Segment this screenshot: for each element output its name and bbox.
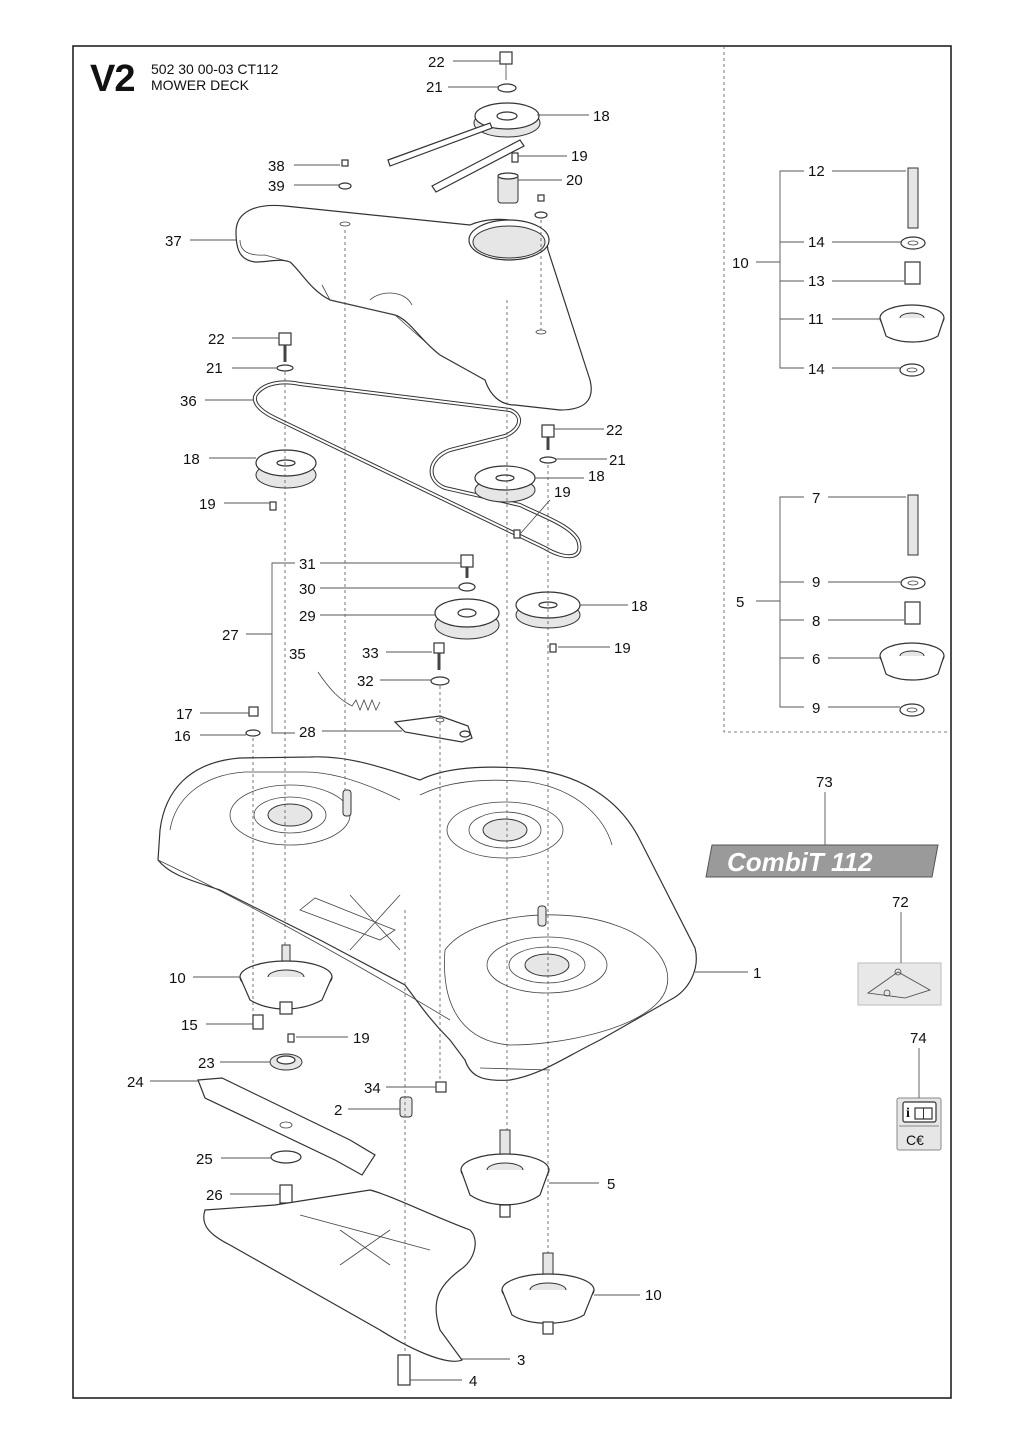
small-parts	[397, 1081, 447, 1386]
center-pulley-group	[474, 424, 557, 539]
label-21: 21	[609, 452, 626, 469]
idler-arm-28	[245, 671, 473, 743]
blade-guard-3	[203, 1189, 476, 1362]
label-21: 21	[206, 360, 223, 377]
label-20: 20	[566, 172, 583, 189]
label-23: 23	[198, 1055, 215, 1072]
right-spindle-10	[501, 1252, 595, 1335]
label-6: 6	[812, 651, 820, 668]
label-16: 16	[174, 728, 191, 745]
spindle-detail-box	[723, 46, 951, 733]
top-pulley-group	[338, 51, 548, 219]
label-19: 19	[571, 148, 588, 165]
label-18: 18	[588, 468, 605, 485]
belt-cover-37	[235, 204, 592, 411]
detail-spindle-10	[879, 167, 945, 377]
label-39: 39	[268, 178, 285, 195]
diagram-title: MOWER DECK	[151, 77, 249, 93]
label-26: 26	[206, 1187, 223, 1204]
svg-text:i: i	[906, 1106, 910, 1121]
label-19: 19	[554, 484, 571, 501]
label-34: 34	[364, 1080, 381, 1097]
label-1: 1	[753, 965, 761, 982]
label-19: 19	[199, 496, 216, 513]
center-spindle-5	[460, 1129, 550, 1218]
label-15: 15	[181, 1017, 198, 1034]
label-21: 21	[426, 79, 443, 96]
label-5: 5	[607, 1176, 615, 1193]
detail-spindle-5	[879, 494, 945, 717]
left-pulley-group	[255, 332, 317, 511]
label-8: 8	[812, 613, 820, 630]
idler-pulley-group	[430, 554, 581, 686]
label-5: 5	[736, 594, 744, 611]
label-4: 4	[469, 1373, 477, 1390]
label-11: 11	[808, 311, 824, 328]
label-19: 19	[353, 1030, 370, 1047]
label-37: 37	[165, 233, 182, 250]
label-72: 72	[892, 894, 909, 911]
label-32: 32	[357, 673, 374, 690]
label-22: 22	[606, 422, 623, 439]
label-14: 14	[808, 361, 825, 378]
section-code: V2	[90, 58, 135, 100]
label-38: 38	[268, 158, 285, 175]
label-22: 22	[428, 54, 445, 71]
decal-text: CombiT 112	[727, 847, 873, 877]
label-10: 10	[732, 255, 749, 272]
left-spindle-10	[239, 944, 333, 1071]
label-19: 19	[614, 640, 631, 657]
part-labels: 22 21 18 19 20 38 39 37 22 21 36 18 19 2…	[127, 54, 927, 1390]
label-3: 3	[517, 1352, 525, 1369]
axis-lines	[252, 220, 549, 1355]
label-2: 2	[334, 1102, 342, 1119]
label-73: 73	[816, 774, 833, 791]
label-18: 18	[183, 451, 200, 468]
label-28: 28	[299, 724, 316, 741]
label-9: 9	[812, 574, 820, 591]
label-10: 10	[645, 1287, 662, 1304]
mower-deck-1	[157, 756, 697, 1081]
label-30: 30	[299, 581, 316, 598]
label-12: 12	[808, 163, 825, 180]
label-24: 24	[127, 1074, 144, 1091]
label-18: 18	[631, 598, 648, 615]
label-7: 7	[812, 490, 820, 507]
ce-mark-icon: C€	[906, 1132, 924, 1148]
label-31: 31	[299, 556, 316, 573]
label-25: 25	[196, 1151, 213, 1168]
label-18: 18	[593, 108, 610, 125]
label-10: 10	[169, 970, 186, 987]
label-33: 33	[362, 645, 379, 662]
label-74: 74	[910, 1030, 927, 1047]
label-13: 13	[808, 273, 825, 290]
combit-decal-73: CombiT 112	[705, 844, 939, 878]
info-ce-decal-74: i C€	[896, 1097, 942, 1151]
part-number-line: 502 30 00-03 CT112	[151, 61, 279, 77]
label-9: 9	[812, 700, 820, 717]
blade-24	[197, 1077, 376, 1204]
label-27: 27	[222, 627, 239, 644]
label-17: 17	[176, 706, 193, 723]
label-22: 22	[208, 331, 225, 348]
label-35: 35	[289, 646, 306, 663]
info-manual-icon	[902, 1101, 937, 1123]
page-frame	[72, 45, 952, 1399]
label-14: 14	[808, 234, 825, 251]
leader-lines	[150, 60, 920, 1381]
label-36: 36	[180, 393, 197, 410]
belt-routing-decal-icon	[857, 962, 942, 1006]
label-29: 29	[299, 608, 316, 625]
